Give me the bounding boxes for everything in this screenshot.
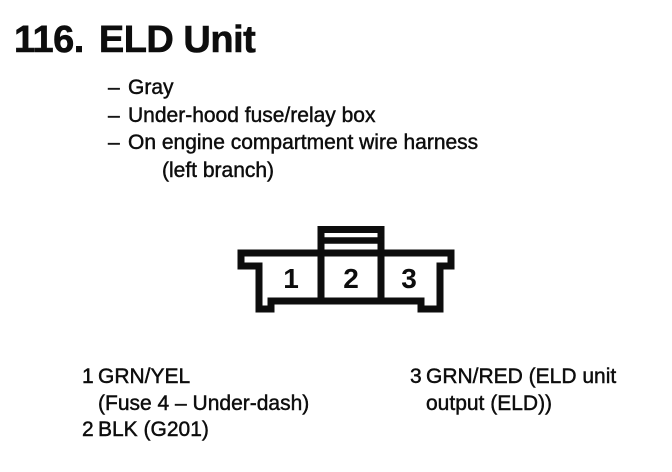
pin-1-wire-detail: (Fuse 4 – Under-dash)	[98, 391, 310, 415]
list-item-continuation: (left branch)	[108, 157, 478, 185]
pin-3-entry: 3 GRN/RED (ELD unit output (ELD))	[410, 364, 617, 417]
section-title: ELD Unit	[98, 19, 257, 61]
connector-properties-list: – Gray – Under-hood fuse/relay box – On …	[108, 74, 479, 185]
pin-2-wire-color: BLK (G201)	[98, 418, 209, 441]
dash-bullet: –	[108, 76, 120, 99]
pin-1-number: 1	[82, 365, 94, 388]
pin-1-wire-color: GRN/YEL	[98, 365, 191, 388]
connector-diagram: 1 2 3	[230, 218, 462, 320]
pin-legend-right-column: 3 GRN/RED (ELD unit output (ELD))	[410, 364, 617, 417]
pin-2-number: 2	[82, 418, 94, 441]
pin-3-cavity-label: 3	[401, 263, 417, 294]
dash-bullet: –	[108, 131, 120, 154]
pin-3-wire-color: GRN/RED (ELD unit	[426, 365, 617, 388]
page-title: 116. ELD Unit	[14, 19, 257, 61]
connector-body	[237, 249, 455, 313]
pin-2-description: BLK (G201)	[98, 417, 209, 444]
pin-2-entry: 2 BLK (G201)	[82, 417, 309, 444]
pin-3-number: 3	[410, 365, 422, 388]
pin-3-description: GRN/RED (ELD unit output (ELD))	[426, 364, 617, 417]
pin-1-description: GRN/YEL (Fuse 4 – Under-dash)	[98, 364, 310, 417]
pin-2-cavity-label: 2	[343, 263, 359, 294]
list-item: – Gray	[108, 74, 478, 102]
pin-3-wire-detail: output (ELD))	[426, 391, 553, 415]
list-item: – Under-hood fuse/relay box	[108, 102, 478, 130]
property-harness-branch: (left branch)	[162, 158, 275, 182]
property-location: Under-hood fuse/relay box	[128, 103, 376, 127]
property-color: Gray	[128, 76, 174, 99]
pin-1-cavity-label: 1	[283, 263, 299, 294]
section-number: 116.	[14, 19, 85, 61]
connector-drawing: 1 2 3	[237, 226, 455, 313]
property-harness: On engine compartment wire harness	[128, 131, 479, 154]
pin-legend-left-column: 1 GRN/YEL (Fuse 4 – Under-dash) 2 BLK (G…	[82, 364, 310, 444]
pin-1-entry: 1 GRN/YEL (Fuse 4 – Under-dash)	[82, 364, 310, 417]
dash-bullet: –	[108, 103, 120, 127]
list-item: – On engine compartment wire harness	[108, 129, 479, 157]
